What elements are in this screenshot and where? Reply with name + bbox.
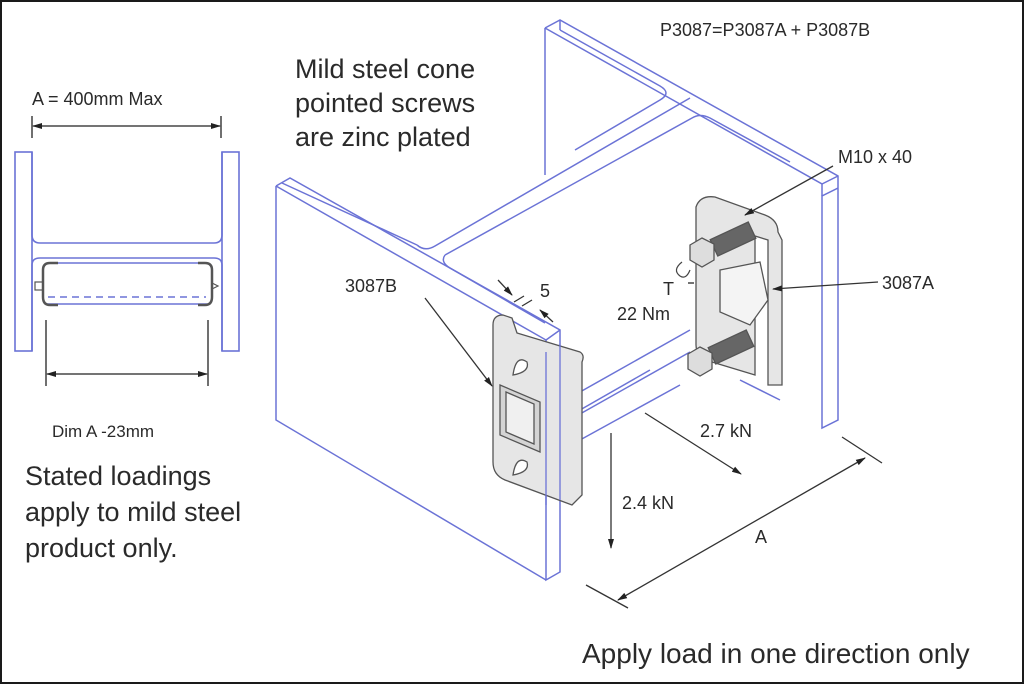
part-3087a [675,196,783,386]
end-view [14,116,240,386]
leader-bolt [744,165,834,216]
note-loading-line: apply to mild steel [25,497,242,527]
callout-flange-thickness: 5 [540,281,551,301]
note-loading-line: product only. [25,533,178,563]
dimension-label-max: A = 400mm Max [32,89,163,109]
web-lower [31,257,223,351]
note-screws-line: are zinc plated [295,122,471,152]
leader-3087b [424,297,493,387]
assembly-title: P3087=P3087A + P3087B [660,20,871,40]
note-loading-line: Stated loadings [25,461,212,491]
part-3087b [492,314,584,506]
dimension-line-bottom [45,320,209,386]
leader-3087a [772,281,879,292]
dimension-label-reduced: Dim A -23mm [52,422,155,441]
dimension-line-top [31,116,222,138]
right-flange [221,151,240,352]
bracket-left [41,261,58,307]
leaders [424,165,883,609]
callout-bolt: M10 x 40 [838,147,913,167]
callout-torque-value: 22 Nm [617,304,671,324]
callout-3087a: 3087A [882,273,935,293]
callout-load-axial: 2.7 kN [700,421,753,441]
note-screws-line: pointed screws [295,88,476,118]
left-flange [14,151,33,352]
note-direction: Apply load in one direction only [582,638,970,669]
bolt-upper [689,221,757,268]
bolt-lower [687,329,755,377]
callout-torque-symbol: T [663,279,674,299]
callout-3087b: 3087B [345,276,398,296]
note-screws-line: Mild steel cone [295,54,476,84]
dimension-span-a [617,457,866,601]
web-upper [31,152,223,244]
callout-span: A [755,527,768,547]
bracket-right [198,261,214,307]
callout-load-vertical: 2.4 kN [622,493,675,513]
